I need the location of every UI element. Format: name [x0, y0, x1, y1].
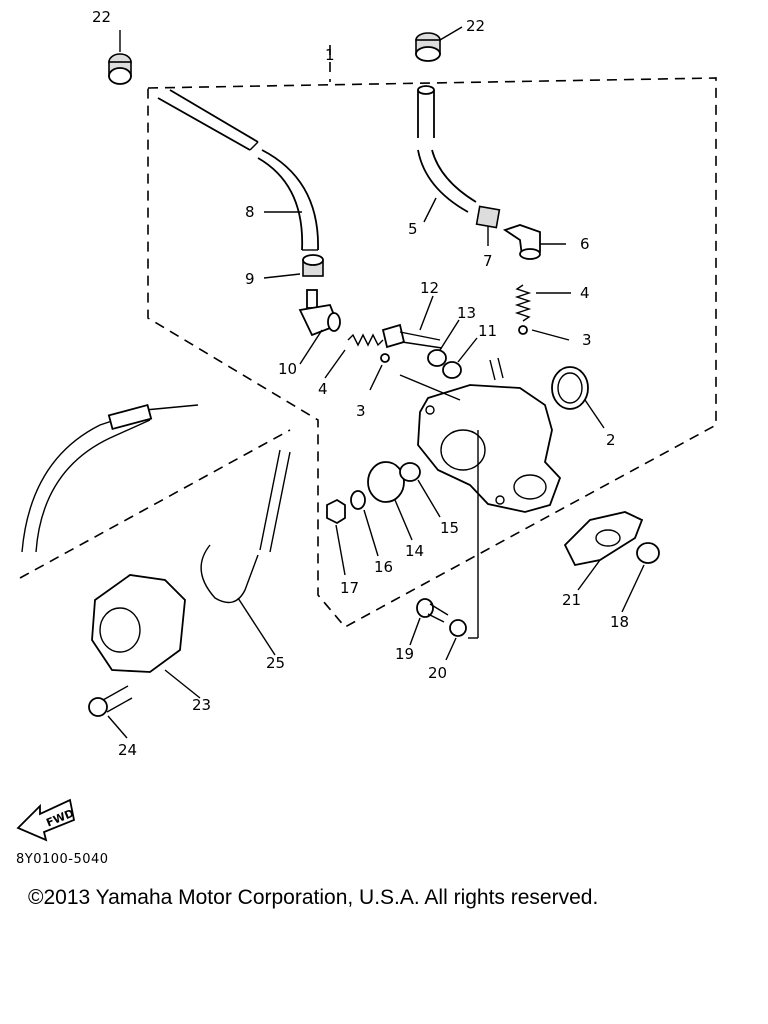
part-13-washer: [427, 349, 447, 367]
callout-3-right: 3: [582, 331, 592, 349]
callout-7: 7: [483, 252, 493, 270]
callout-10: 10: [278, 360, 297, 378]
part-19-bolt: [416, 598, 449, 623]
callout-20: 20: [428, 664, 447, 682]
callout-1: 1: [325, 46, 335, 64]
callout-18: 18: [610, 613, 629, 631]
part-4-spring-left: [347, 333, 384, 347]
part-14-plate: [367, 461, 405, 503]
part-11-seal: [442, 361, 462, 379]
callout-9: 9: [245, 270, 255, 288]
callout-21: 21: [562, 591, 581, 609]
part-9-clamp: [302, 254, 324, 277]
callout-3-left: 3: [356, 402, 366, 420]
part-4-spring-right: [514, 284, 532, 322]
callout-16: 16: [374, 558, 393, 576]
cover-boundary: [19, 429, 291, 579]
callout-15: 15: [440, 519, 459, 537]
callout-6: 6: [580, 235, 590, 253]
callout-4-left: 4: [318, 380, 328, 398]
diagram-code: 8Y0100-5040: [16, 852, 109, 867]
part-18-washer: [636, 542, 660, 564]
part-21-gasket: [563, 511, 644, 567]
part-15-washer: [399, 462, 421, 482]
part-12-bolt: [381, 323, 443, 349]
callout-22-left: 22: [92, 8, 111, 26]
part-2-oil-seal: [551, 366, 589, 410]
copyright-notice: ©2013 Yamaha Motor Corporation, U.S.A. A…: [28, 886, 599, 909]
part-3-ball-right: [518, 325, 528, 335]
part-10-elbow-fitting: [298, 289, 341, 337]
part-25-cable: [200, 449, 291, 604]
parts-diagram: FWD 22 22 1 8: [16, 8, 717, 842]
callout-8: 8: [245, 203, 255, 221]
callout-11: 11: [478, 322, 497, 340]
callout-23: 23: [192, 696, 211, 714]
part-8-hose: [157, 89, 319, 251]
oil-pump-body: [417, 357, 562, 513]
callout-22-right: 22: [466, 17, 485, 35]
part-24-bolt: [88, 685, 133, 717]
part-5-hose: [417, 90, 477, 213]
callout-13: 13: [457, 304, 476, 322]
leader-lines: [107, 26, 645, 739]
fwd-arrow-icon: FWD: [16, 798, 76, 842]
assembly-boundary: [147, 77, 717, 629]
callout-14: 14: [405, 542, 424, 560]
part-22-collar-right: [415, 32, 441, 62]
callout-2: 2: [606, 431, 616, 449]
callout-5: 5: [408, 220, 418, 238]
callout-17: 17: [340, 579, 359, 597]
callout-19: 19: [395, 645, 414, 663]
callout-12: 12: [420, 279, 439, 297]
callout-24: 24: [118, 741, 137, 759]
part-16-washer: [350, 490, 366, 510]
part-17-nut: [326, 498, 346, 525]
control-cable: [21, 403, 199, 553]
part-20-washer: [449, 619, 467, 637]
part-7-clamp: [475, 205, 501, 229]
callout-25: 25: [266, 654, 285, 672]
part-23-pump-cover: [91, 574, 186, 673]
callout-4-right: 4: [580, 284, 590, 302]
callout-labels: 22 22 1 8 5 7 6 9 4 12 13 11 3 10 4 3 2 …: [92, 8, 629, 759]
part-3-ball-left: [380, 353, 390, 363]
part-6-elbow-fitting: [502, 224, 541, 260]
part-22-collar-left: [108, 53, 132, 85]
